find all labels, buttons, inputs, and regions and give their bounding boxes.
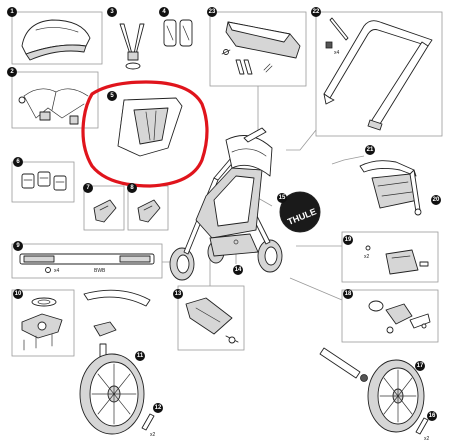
callout-14: 14 (233, 265, 243, 275)
part-22-quantity: x4 (334, 50, 340, 56)
part-19-quantity: x2 (364, 254, 370, 260)
callout-19: 19 (343, 235, 353, 245)
part-7-adapter (93, 199, 117, 223)
part-17-rear-wheel (367, 359, 425, 433)
callout-1: 1 (7, 7, 17, 17)
frame-part-13 (177, 285, 245, 351)
part-10-brake-disc (21, 297, 63, 351)
callout-2: 2 (7, 67, 17, 77)
svg-text:22: 22 (313, 9, 320, 15)
lead-line-22 (286, 129, 317, 151)
part-3-shoulder-straps (119, 23, 145, 70)
svg-text:1: 1 (10, 9, 14, 15)
svg-text:20: 20 (433, 197, 440, 203)
svg-text:16: 16 (429, 413, 436, 419)
lead-line-23 (249, 86, 259, 139)
part-8-adapter (137, 199, 161, 223)
callout-3: 3 (107, 7, 117, 17)
svg-text:14: 14 (235, 267, 242, 273)
part-9-axle-bar: x4 BWB (19, 253, 155, 274)
svg-text:4: 4 (162, 9, 166, 15)
svg-text:17: 17 (417, 363, 424, 369)
part-16-pin: x2 (415, 417, 430, 442)
part-15-brand-badge: THULE (279, 191, 321, 233)
frame-part-10 (11, 289, 75, 357)
svg-text:8: 8 (130, 185, 134, 191)
frame-part-22 (315, 11, 443, 137)
lead-line-21 (331, 155, 365, 165)
svg-text:12: 12 (155, 405, 162, 411)
frame-part-19 (341, 231, 439, 283)
part-12-pin: x2 (141, 413, 156, 438)
callout-22: 22 (311, 7, 321, 17)
callout-10: 10 (13, 289, 23, 299)
part-rear-axle (319, 347, 368, 382)
part-19-latch: x2 (364, 245, 429, 275)
part-5-seat-insert (117, 97, 183, 157)
callout-8: 8 (127, 183, 137, 193)
svg-text:11: 11 (137, 353, 144, 359)
part-frames (11, 11, 443, 357)
callout-18: 18 (343, 289, 353, 299)
part-9-label: BWB (94, 268, 106, 274)
callout-4: 4 (159, 7, 169, 17)
svg-text:9: 9 (16, 243, 20, 249)
part-14-marker (233, 239, 239, 245)
svg-text:2: 2 (10, 69, 14, 75)
frame-part-18 (341, 289, 439, 343)
callout-20: 20 (431, 195, 441, 205)
svg-text:15: 15 (279, 195, 286, 201)
highlight-ring (81, 80, 209, 188)
frame-part-7 (83, 185, 125, 231)
svg-text:21: 21 (367, 147, 374, 153)
part-16-quantity: x2 (424, 436, 430, 442)
callout-12: 12 (153, 403, 163, 413)
svg-text:18: 18 (345, 291, 352, 297)
frame-part-6 (11, 161, 75, 203)
callout-11: 11 (135, 351, 145, 361)
callout-23: 23 (207, 7, 217, 17)
svg-text:10: 10 (15, 291, 22, 297)
callout-15: 15 (277, 193, 287, 203)
callout-9: 9 (13, 241, 23, 251)
part-2-harness (18, 88, 89, 125)
frame-part-1 (11, 11, 103, 65)
part-23-hinge (221, 21, 301, 75)
callout-17: 17 (415, 361, 425, 371)
callout-6: 6 (13, 157, 23, 167)
svg-text:3: 3 (110, 9, 114, 15)
part-4-pads (163, 19, 193, 47)
lead-line-18 (289, 277, 343, 301)
svg-text:19: 19 (345, 237, 352, 243)
part-21-fold-bar (359, 160, 422, 216)
svg-text:6: 6 (16, 159, 20, 165)
svg-text:23: 23 (209, 9, 216, 15)
frame-part-2 (11, 71, 99, 129)
frame-part-9 (11, 243, 163, 279)
svg-text:7: 7 (86, 185, 90, 191)
part-12-quantity: x2 (150, 432, 156, 438)
part-1-canopy (21, 19, 91, 61)
part-18-brake-assembly (368, 300, 431, 334)
part-6-clips (21, 171, 67, 191)
lead-line-15 (257, 197, 273, 207)
callout-16: 16 (427, 411, 437, 421)
svg-text:5: 5 (110, 93, 114, 99)
callout-7: 7 (83, 183, 93, 193)
svg-text:13: 13 (175, 291, 182, 297)
part-fender (83, 289, 151, 337)
part-13-brake-pedal (185, 297, 239, 344)
callout-13: 13 (173, 289, 183, 299)
part-9-quantity: x4 (54, 268, 60, 274)
callout-21: 21 (365, 145, 375, 155)
callout-5: 5 (107, 91, 117, 101)
part-22-handlebar: x4 (323, 17, 433, 131)
stroller-main (169, 127, 283, 281)
part-11-front-wheel (79, 343, 145, 435)
